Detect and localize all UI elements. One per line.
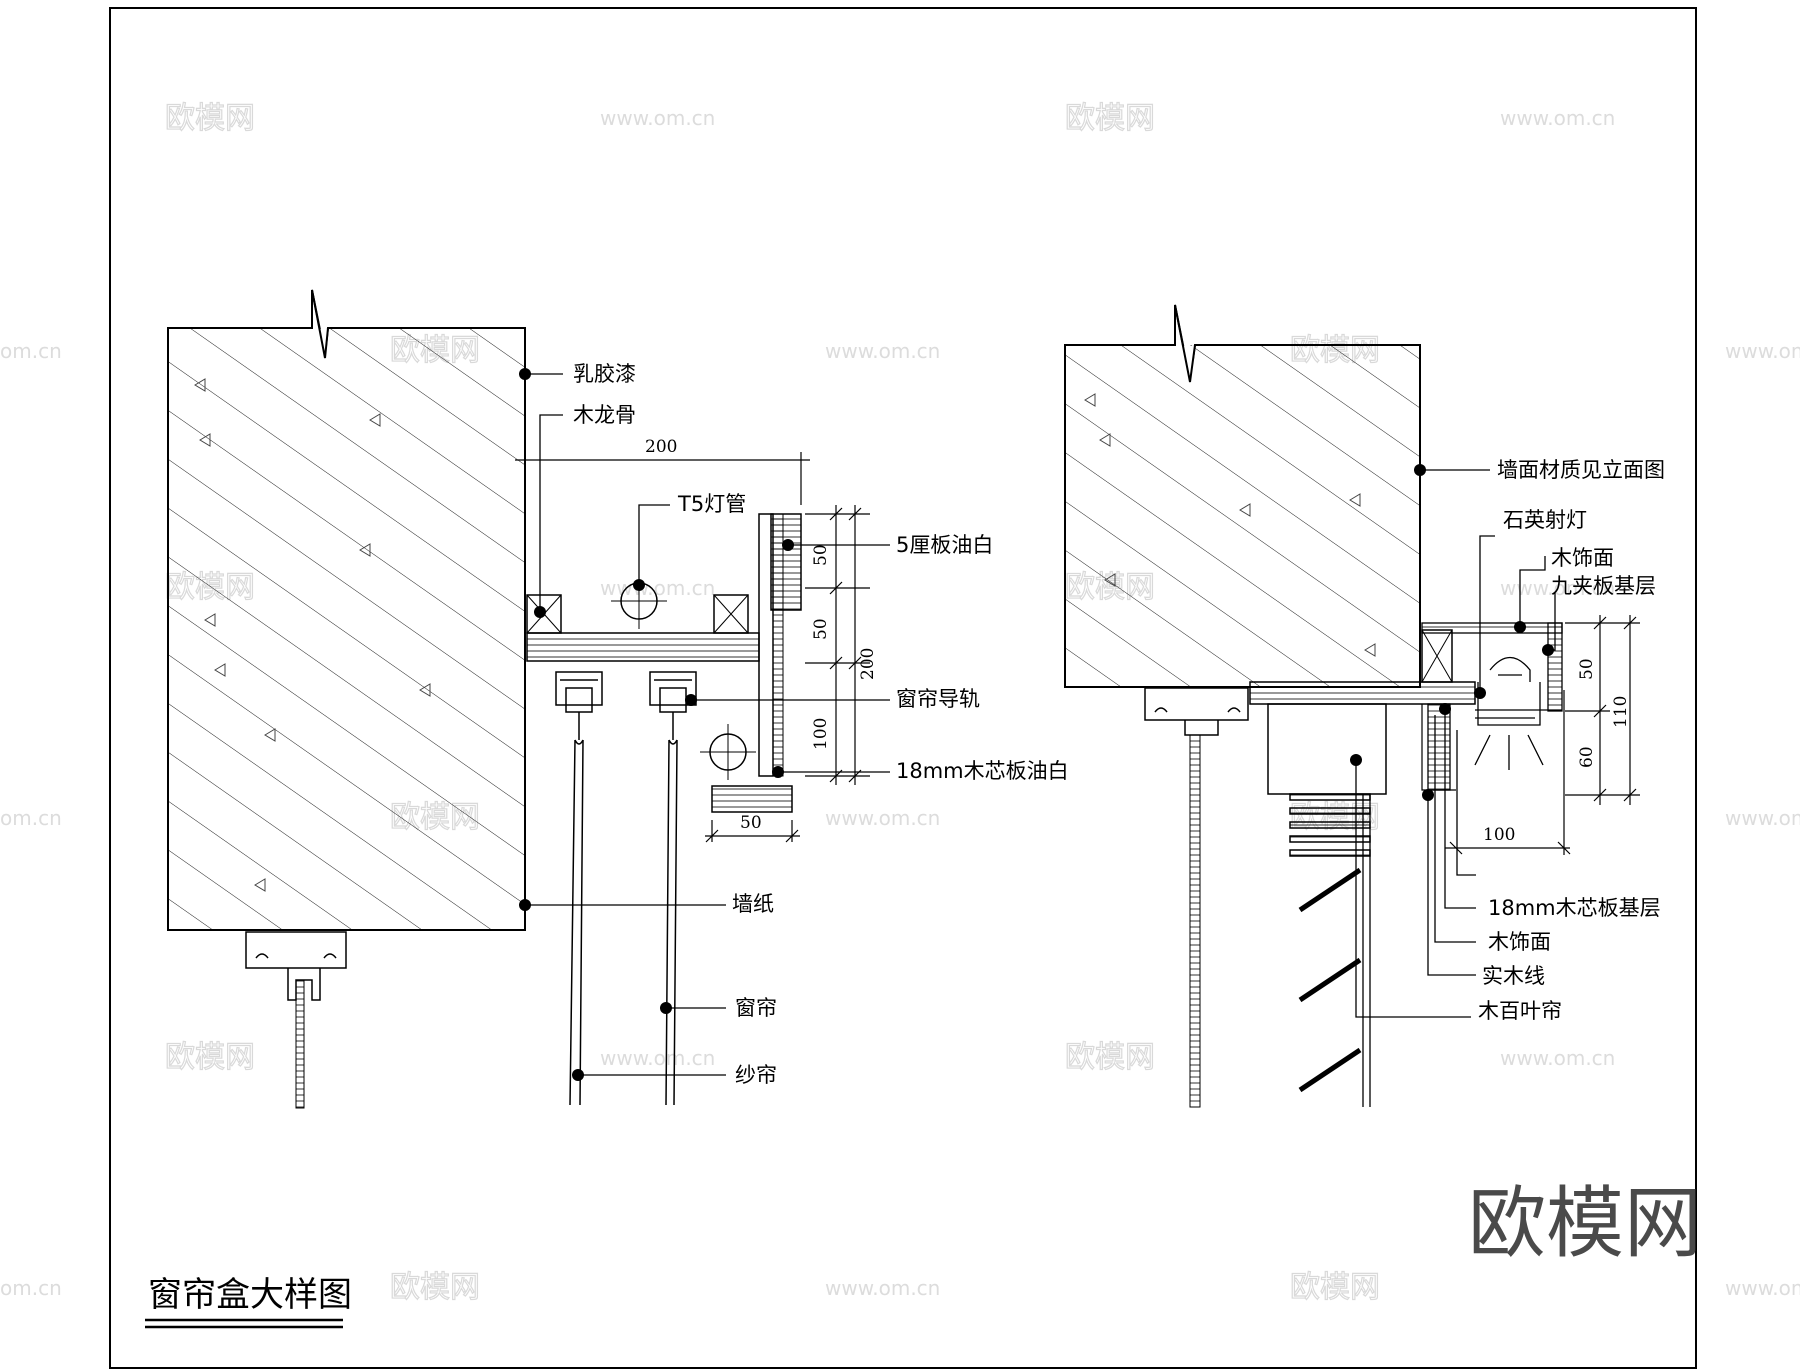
- box-top-board: [1421, 622, 1563, 634]
- watermark-url: om.cn: [0, 339, 62, 363]
- label-wall-material: 墙面材质见立面图: [1497, 458, 1665, 482]
- label-18mm-blockboard: 18mm木芯板油白: [896, 759, 1069, 783]
- blind-slats: [1289, 793, 1371, 857]
- left-detail: 乳胶漆 木龙骨 T5灯管 5厘板油白 窗帘导轨 18mm木芯板油白 墙纸 窗帘 …: [167, 289, 1069, 1109]
- dim-top-width: 200: [645, 437, 677, 457]
- dim-100: 100: [811, 718, 831, 750]
- right-concrete-aggregate: [1084, 393, 1376, 657]
- dim-right-100: 100: [1483, 825, 1515, 845]
- watermark-brand: 欧模网: [165, 1040, 255, 1075]
- right-leader-dots: [1350, 464, 1554, 801]
- dim-right-60: 60: [1577, 746, 1597, 768]
- watermark-url: www.om.cn: [1500, 1046, 1615, 1070]
- fascia-bottom-board: [711, 785, 793, 813]
- watermark-brand: 欧模网: [1065, 1040, 1155, 1075]
- right-wall-hatch: [1065, 345, 1420, 687]
- label-sheer: 纱帘: [735, 1063, 777, 1087]
- watermark-url: www.om.cn: [1500, 576, 1615, 600]
- window-frame-right: [1144, 687, 1249, 736]
- label-quartz-light: 石英射灯: [1503, 508, 1587, 532]
- watermark-url: www.om.cn: [600, 106, 715, 130]
- left-wall-hatch: [168, 328, 525, 930]
- title-underline: [145, 1318, 343, 1329]
- drawing-title: 窗帘盒大样图: [148, 1275, 352, 1315]
- fascia-inner: [772, 513, 784, 777]
- watermark-url: om.cn: [0, 1276, 62, 1300]
- label-wallpaper: 墙纸: [732, 892, 774, 916]
- dim-50-b: 50: [811, 618, 831, 640]
- dim-200: 200: [858, 648, 878, 680]
- left-leader-dots: [519, 368, 794, 1081]
- watermark-url: www.om.cn: [600, 1046, 715, 1070]
- label-wood-blind: 木百叶帘: [1478, 999, 1562, 1023]
- dim-50-a: 50: [811, 544, 831, 566]
- watermark-brand-large: 欧模网: [1468, 1179, 1702, 1269]
- watermark-url: www.om.cn: [1500, 106, 1615, 130]
- label-5mm-board: 5厘板油白: [896, 533, 993, 557]
- right-detail: 墙面材质见立面图 石英射灯 木饰面 九夹板基层 18mm木芯板基层 木饰面 实木…: [1064, 304, 1665, 1108]
- dim-right-50: 50: [1577, 658, 1597, 680]
- watermark-url: om.cn: [0, 806, 62, 830]
- watermark-brand: 欧模网: [165, 101, 255, 136]
- label-curtain-track: 窗帘导轨: [896, 687, 980, 711]
- sheer-line: [569, 739, 584, 1106]
- window-glass-left: [295, 979, 305, 1109]
- concrete-aggregate: [194, 378, 431, 892]
- watermark-url: www.om.cn: [1725, 1276, 1800, 1300]
- curtain-box-top-board: [526, 632, 760, 662]
- label-wood-keel: 木龙骨: [573, 403, 636, 427]
- watermark-url: www.om.cn: [1725, 806, 1800, 830]
- curtain-track-runners: [555, 671, 697, 745]
- watermark-brand: 欧模网: [1290, 1270, 1380, 1305]
- blind-cord: [1362, 794, 1371, 1107]
- label-latex-paint: 乳胶漆: [573, 362, 636, 386]
- right-leaders: [1355, 469, 1556, 1018]
- left-leaders: [525, 373, 890, 1076]
- dim-bottom-50: 50: [740, 813, 762, 833]
- watermark-url: www.om.cn: [825, 1276, 940, 1300]
- left-dimension-lines: [515, 452, 870, 843]
- label-solid-wood-line: 实木线: [1482, 964, 1545, 988]
- watermark-brand: 欧模网: [1290, 800, 1380, 835]
- watermark-url: www.om.cn: [600, 576, 715, 600]
- label-plywood-base: 九夹板基层: [1551, 574, 1656, 598]
- dim-right-110: 110: [1611, 696, 1631, 728]
- label-t5-tube: T5灯管: [677, 492, 746, 516]
- vertical-wood-trim: [1427, 703, 1451, 791]
- quartz-spotlight: [1474, 656, 1544, 770]
- blind-slats-tilted: [1298, 867, 1362, 1093]
- label-curtain: 窗帘: [735, 996, 777, 1020]
- curtain-line: [665, 739, 678, 1106]
- watermark-url: www.om.cn: [1725, 339, 1800, 363]
- box-bottom-board: [1249, 681, 1476, 705]
- window-frame-left: [245, 931, 347, 1001]
- label-wood-veneer: 木饰面: [1488, 930, 1551, 954]
- window-glass-right: [1189, 734, 1201, 1108]
- label-18mm-blockboard-base: 18mm木芯板基层: [1488, 896, 1661, 920]
- right-dimension-lines: [1445, 615, 1640, 855]
- watermark-brand: 欧模网: [1065, 101, 1155, 136]
- watermark-url: www.om.cn: [825, 339, 940, 363]
- blind-headrail: [1267, 703, 1387, 795]
- label-wood-veneer-top: 木饰面: [1551, 546, 1614, 570]
- watermark-url: www.om.cn: [825, 806, 940, 830]
- watermark-brand: 欧模网: [390, 1270, 480, 1305]
